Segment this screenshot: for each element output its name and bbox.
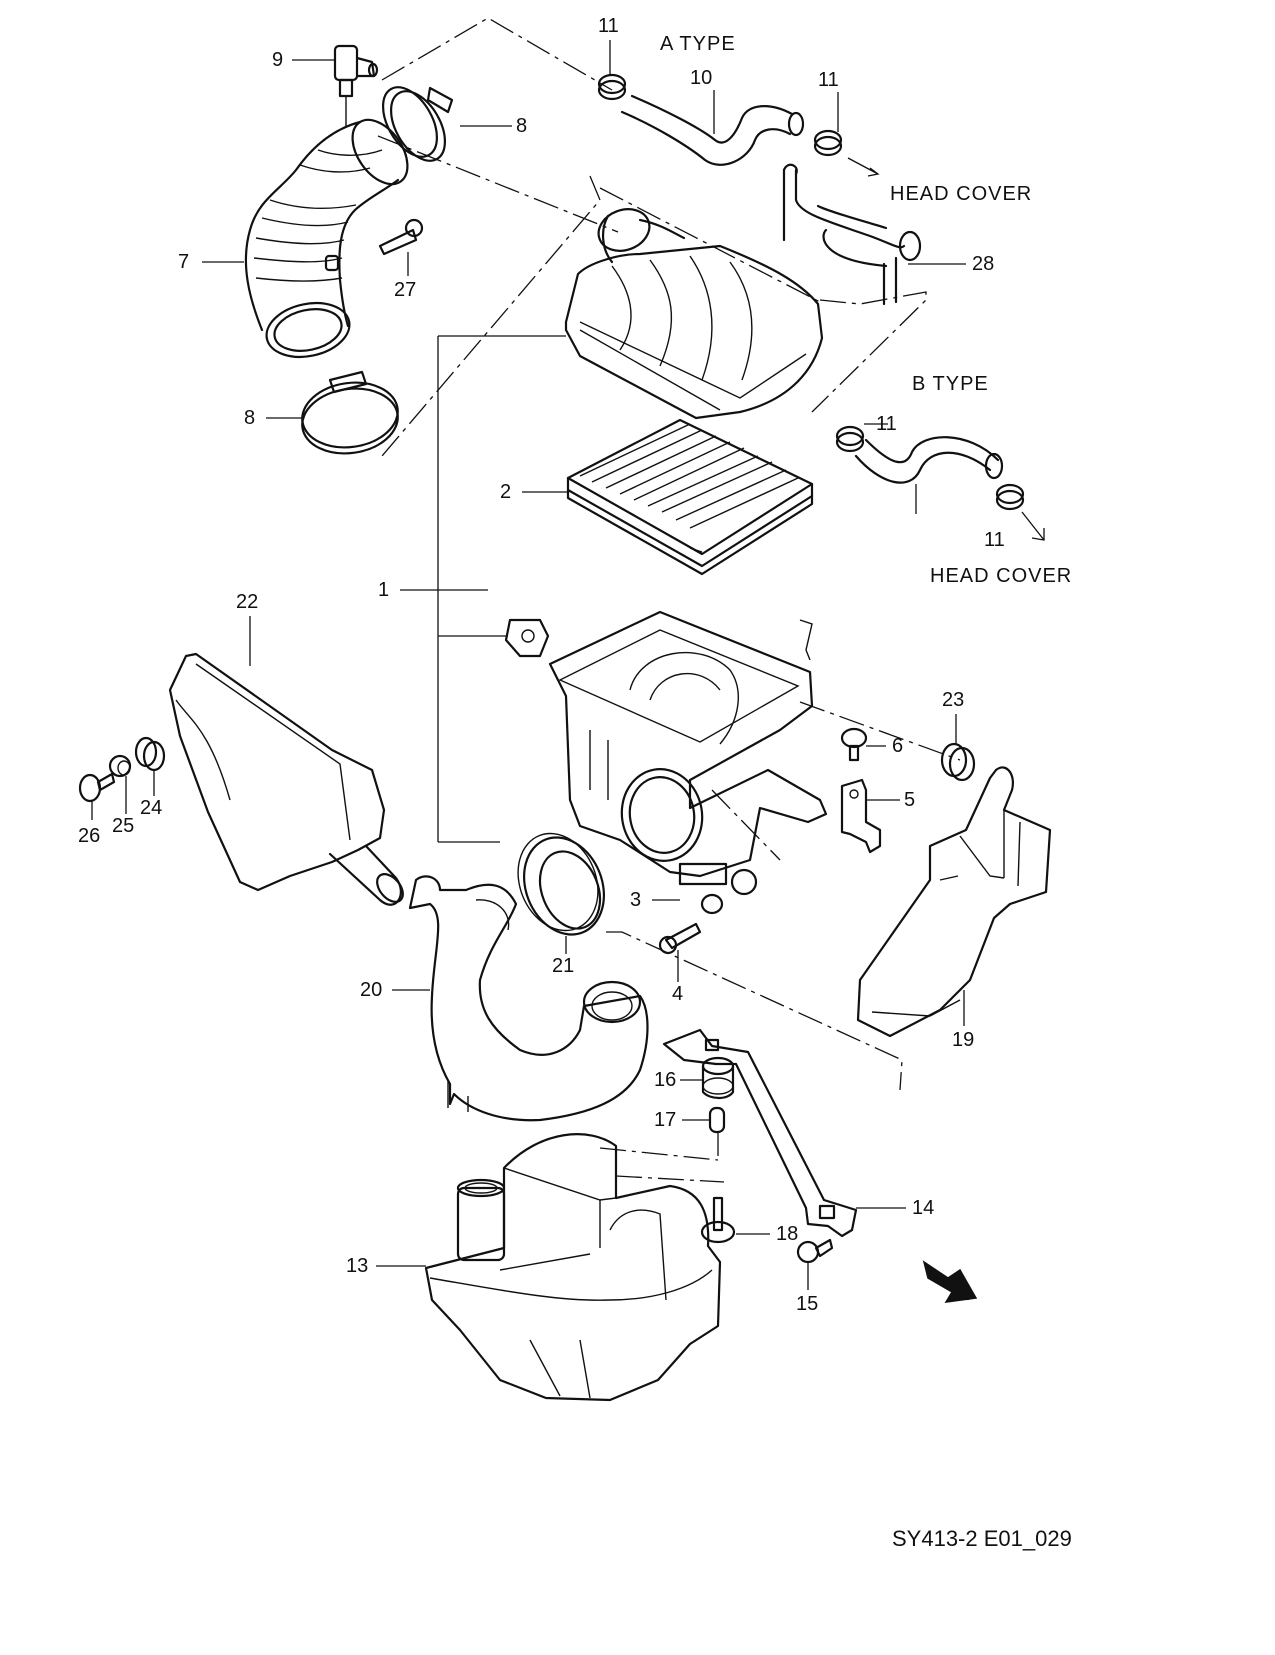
part-12-lower-resonator bbox=[424, 1133, 722, 1402]
callout-11d: 11 bbox=[984, 529, 1005, 551]
callout-6: 6 bbox=[892, 735, 903, 757]
part-19-intake-pipe bbox=[408, 875, 649, 1122]
part-4-screw bbox=[658, 922, 702, 955]
part-27-pcv-pipe bbox=[782, 163, 922, 306]
callout-7: 7 bbox=[178, 251, 189, 273]
callout-15: 16 bbox=[654, 1069, 676, 1091]
part-11-clamp-b2 bbox=[995, 483, 1025, 511]
callout-9: 9 bbox=[272, 49, 283, 71]
part-5-bracket bbox=[840, 778, 882, 854]
part-13-bracket bbox=[662, 1028, 858, 1238]
note-a-type: A TYPE bbox=[660, 33, 736, 55]
part-25-clip bbox=[78, 772, 116, 803]
part-14-bolt bbox=[796, 1238, 834, 1264]
callout-25: 26 bbox=[78, 825, 100, 847]
part-11-clamp-a1 bbox=[597, 73, 627, 101]
part-24-nut bbox=[108, 754, 132, 778]
callout-26: 27 bbox=[394, 279, 416, 301]
note-head-cover-a: HEAD COVER bbox=[890, 183, 1032, 205]
callout-19: 20 bbox=[360, 979, 382, 1001]
part-20-seal bbox=[517, 832, 606, 936]
part-23-grommet bbox=[134, 736, 166, 772]
callout-numbers: 9 8 7 27 8 11 10 11 28 11 11 2 1 22 23 6… bbox=[78, 15, 1005, 1315]
part-17-bolt bbox=[700, 1196, 736, 1244]
fwd-arrow-icon: FWD bbox=[922, 1260, 978, 1304]
part-21-resonator bbox=[168, 652, 404, 906]
part-6-bolt bbox=[840, 727, 868, 762]
part-15-rubber-mount bbox=[701, 1056, 735, 1100]
callout-2: 2 bbox=[500, 481, 511, 503]
callout-11b: 11 bbox=[818, 69, 839, 91]
part-16-collar bbox=[708, 1106, 726, 1134]
callout-13: 14 bbox=[912, 1197, 934, 1219]
part-22-grommet bbox=[940, 742, 976, 782]
part-8-upper-clamp bbox=[381, 86, 454, 162]
part-10-breather-hose bbox=[620, 94, 805, 166]
part-11-clamp-b1 bbox=[835, 425, 865, 453]
callout-11c: 11 bbox=[876, 413, 897, 435]
callout-27: 28 bbox=[972, 253, 994, 275]
diagram-caption: SY413-2 E01_029 bbox=[892, 1526, 1072, 1551]
part-18-intake-duct bbox=[856, 766, 1052, 1038]
callout-10: 10 bbox=[690, 67, 712, 89]
assembly-lines bbox=[377, 17, 961, 1183]
callout-18: 19 bbox=[952, 1029, 974, 1051]
callout-16: 17 bbox=[654, 1109, 676, 1131]
callout-5: 5 bbox=[904, 789, 915, 811]
part-26-screw bbox=[324, 218, 424, 272]
part-1-bracket-line bbox=[437, 335, 566, 843]
callout-17: 18 bbox=[776, 1223, 798, 1245]
part-7-intake-hose bbox=[244, 118, 409, 358]
part-2-filter-element bbox=[566, 418, 814, 576]
callout-11a: 11 bbox=[598, 15, 619, 37]
callout-1: 1 bbox=[378, 579, 389, 601]
part-8-lower-clamp bbox=[301, 370, 399, 455]
part-9-connector bbox=[333, 44, 379, 126]
callout-12: 13 bbox=[346, 1255, 368, 1277]
type-notes: A TYPE HEAD COVER B TYPE HEAD COVER bbox=[660, 33, 1072, 587]
callout-3: 3 bbox=[630, 889, 641, 911]
callout-8a: 8 bbox=[516, 115, 527, 137]
part-28-breather-hose bbox=[854, 436, 1004, 484]
callout-22: 23 bbox=[942, 689, 964, 711]
callout-4: 4 bbox=[672, 983, 683, 1005]
part-1-upper-case bbox=[564, 208, 824, 420]
part-11-clamp-a2 bbox=[813, 129, 843, 157]
callout-8b: 8 bbox=[244, 407, 255, 429]
callout-23: 24 bbox=[140, 797, 162, 819]
part-3-pin bbox=[678, 862, 758, 915]
callout-24: 25 bbox=[112, 815, 134, 837]
note-head-cover-b: HEAD COVER bbox=[930, 565, 1072, 587]
part-1-lower-case bbox=[504, 610, 828, 878]
callout-14: 15 bbox=[796, 1293, 818, 1315]
callout-20: 21 bbox=[552, 955, 574, 977]
callout-21: 22 bbox=[236, 591, 258, 613]
leader-lines bbox=[91, 40, 1045, 1290]
note-b-type: B TYPE bbox=[912, 373, 989, 395]
